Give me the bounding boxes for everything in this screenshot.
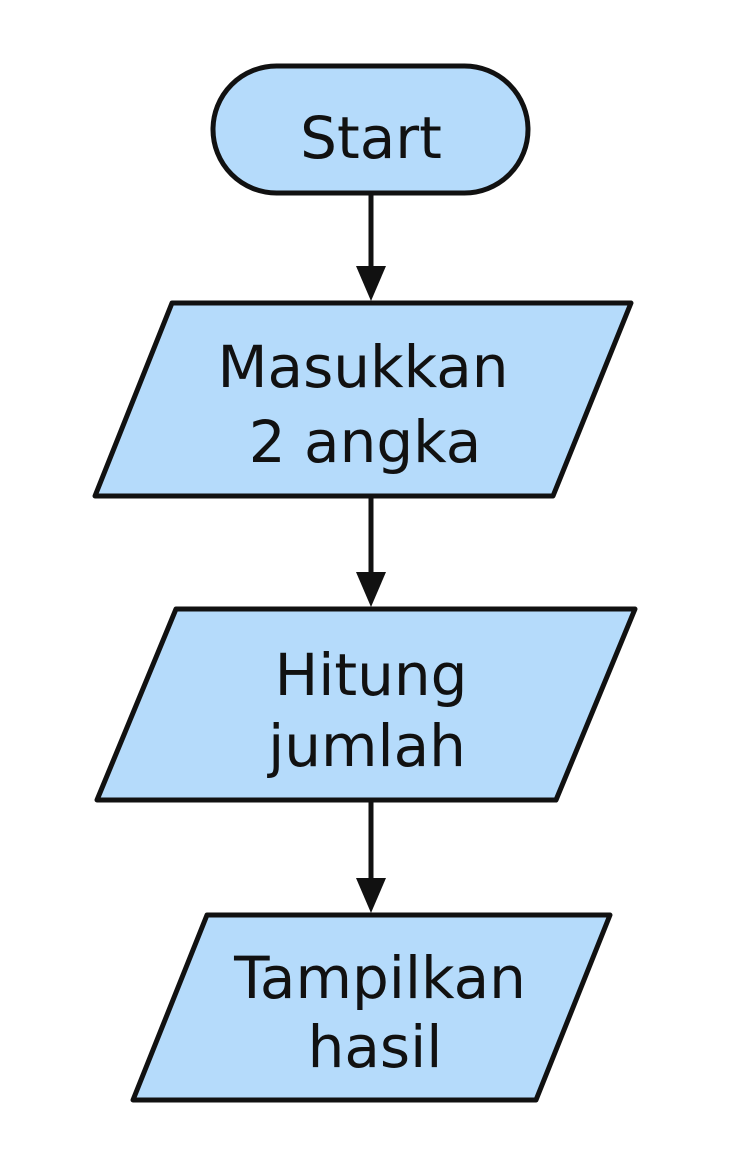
terminator-shape <box>210 63 531 196</box>
arrowhead-icon <box>356 878 386 913</box>
arrowhead-icon <box>356 266 386 301</box>
node-process: Hitung jumlah <box>94 606 638 803</box>
parallelogram-shape <box>94 606 638 803</box>
node-input-label-line2: 2 angka <box>249 408 482 476</box>
node-input: Masukkan 2 angka <box>92 300 634 499</box>
edge-process-to-output <box>356 802 386 913</box>
node-output: Tampilkan hasil <box>130 912 613 1103</box>
connectors <box>356 195 386 913</box>
node-process-label-line2: jumlah <box>266 712 466 780</box>
parallelogram-shape <box>130 912 613 1103</box>
node-process-label-line1: Hitung <box>275 641 468 709</box>
arrowhead-icon <box>356 572 386 607</box>
edge-start-to-input <box>356 195 386 301</box>
node-output-label-line2: hasil <box>308 1013 443 1081</box>
node-start: Start <box>210 63 531 196</box>
node-input-label-line1: Masukkan <box>217 333 508 401</box>
parallelogram-shape <box>92 300 634 499</box>
node-start-label: Start <box>300 104 442 172</box>
node-output-label-line1: Tampilkan <box>233 944 526 1012</box>
edge-input-to-process <box>356 498 386 607</box>
